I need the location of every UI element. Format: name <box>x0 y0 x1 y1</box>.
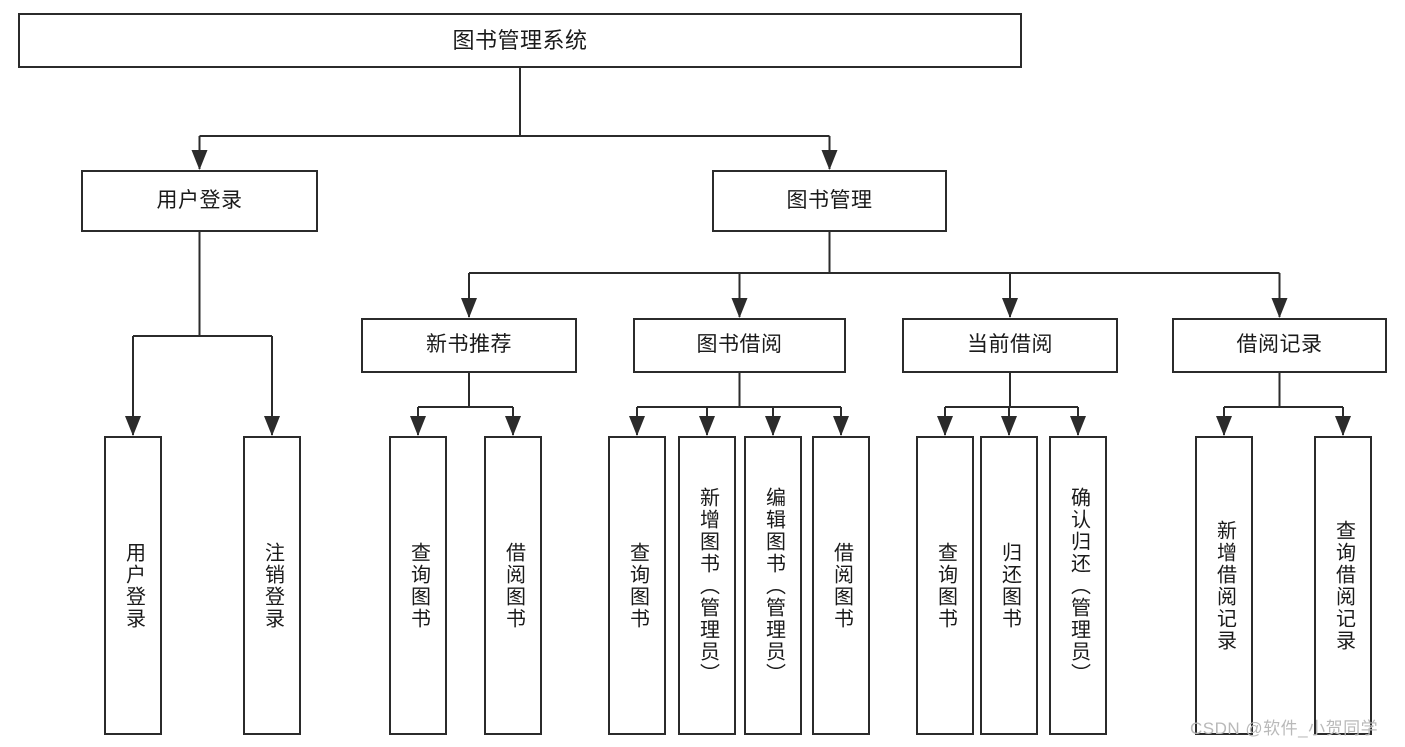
node-leaf-borrow-book-1[interactable]: 借阅图书 <box>484 436 542 735</box>
node-leaf-confirm-return[interactable]: 确认归还（管理员） <box>1049 436 1107 735</box>
arrow-head-icon <box>1335 416 1351 436</box>
node-label: 新书推荐 <box>426 333 512 357</box>
node-label: 图书管理系统 <box>452 27 588 53</box>
node-leaf-add-book[interactable]: 新增图书（管理员） <box>678 436 736 735</box>
node-book-manage[interactable]: 图书管理 <box>712 170 947 232</box>
node-leaf-user-login[interactable]: 用户登录 <box>104 436 162 735</box>
arrow-head-icon <box>264 416 280 436</box>
arrow-head-icon <box>833 416 849 436</box>
node-book-borrow[interactable]: 图书借阅 <box>633 318 846 373</box>
node-label: 确认归还（管理员） <box>1067 486 1090 685</box>
node-leaf-return-book[interactable]: 归还图书 <box>980 436 1038 735</box>
node-label: 借阅记录 <box>1236 333 1323 357</box>
arrow-head-icon <box>699 416 715 436</box>
node-label: 用户登录 <box>156 188 243 212</box>
node-label: 新增图书（管理员） <box>696 486 719 685</box>
node-label: 查询图书 <box>626 541 649 630</box>
node-root[interactable]: 图书管理系统 <box>18 13 1022 68</box>
node-label: 查询图书 <box>934 541 957 630</box>
node-leaf-edit-book[interactable]: 编辑图书（管理员） <box>744 436 802 735</box>
node-leaf-query-book-1[interactable]: 查询图书 <box>389 436 447 735</box>
node-leaf-query-book-2[interactable]: 查询图书 <box>608 436 666 735</box>
node-label: 注销登录 <box>261 541 284 630</box>
node-label: 图书借阅 <box>696 333 783 357</box>
node-new-book-rec[interactable]: 新书推荐 <box>361 318 577 373</box>
node-label: 借阅图书 <box>830 541 853 630</box>
arrow-head-icon <box>1216 416 1232 436</box>
node-label: 查询借阅记录 <box>1332 519 1355 652</box>
node-leaf-add-record[interactable]: 新增借阅记录 <box>1195 436 1253 735</box>
node-leaf-borrow-book-2[interactable]: 借阅图书 <box>812 436 870 735</box>
arrow-head-icon <box>1070 416 1086 436</box>
node-label: 归还图书 <box>998 541 1021 630</box>
node-label: 图书管理 <box>786 188 873 212</box>
node-label: 当前借阅 <box>967 333 1053 357</box>
arrow-head-icon <box>731 298 748 318</box>
arrow-head-icon <box>1002 298 1018 318</box>
arrow-head-icon <box>505 416 521 436</box>
node-label: 新增借阅记录 <box>1213 519 1236 652</box>
arrow-head-icon <box>821 150 838 170</box>
node-current-borrow[interactable]: 当前借阅 <box>902 318 1118 373</box>
node-label: 查询图书 <box>407 541 430 630</box>
node-label: 编辑图书（管理员） <box>762 486 785 685</box>
arrow-head-icon <box>937 416 953 436</box>
node-borrow-record[interactable]: 借阅记录 <box>1172 318 1387 373</box>
arrow-head-icon <box>461 298 477 318</box>
node-leaf-logout[interactable]: 注销登录 <box>243 436 301 735</box>
node-label: 借阅图书 <box>502 541 525 630</box>
arrow-head-icon <box>410 416 426 436</box>
node-leaf-query-record[interactable]: 查询借阅记录 <box>1314 436 1372 735</box>
arrow-head-icon <box>125 416 141 436</box>
node-label: 用户登录 <box>122 541 145 630</box>
arrow-head-icon <box>1001 416 1017 436</box>
arrow-head-icon <box>765 416 781 436</box>
watermark-text: CSDN @软件_小贺同学 <box>1190 719 1379 738</box>
arrow-head-icon <box>1271 298 1288 318</box>
node-user-login[interactable]: 用户登录 <box>81 170 318 232</box>
arrow-head-icon <box>191 150 208 170</box>
node-leaf-query-book-3[interactable]: 查询图书 <box>916 436 974 735</box>
arrow-head-icon <box>629 416 645 436</box>
